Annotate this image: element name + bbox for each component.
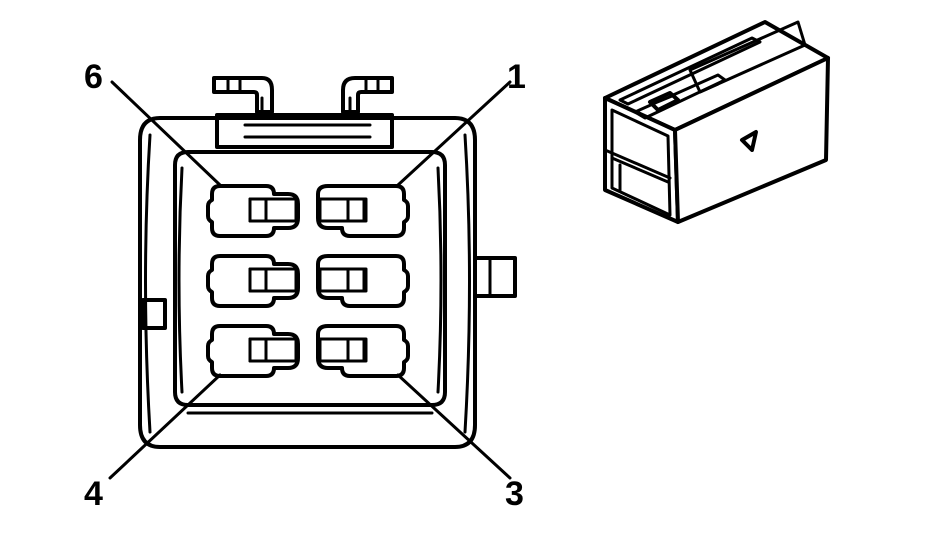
terminal-slot <box>318 267 368 293</box>
terminal-cavity-3 <box>316 324 410 378</box>
left-side-tab <box>141 298 167 330</box>
leader-line-6 <box>110 80 222 187</box>
pin-label-1: 1 <box>507 58 526 96</box>
housing-outer <box>138 116 477 449</box>
terminal-cavity-2 <box>316 253 410 308</box>
terminal-contact <box>248 197 268 223</box>
leader-lines <box>108 80 512 480</box>
leader-line-1 <box>396 80 512 187</box>
terminal-contact <box>248 267 268 293</box>
cavity-outline <box>206 324 300 378</box>
pin-label-4: 4 <box>84 475 103 513</box>
pin-label-3: 3 <box>505 475 524 513</box>
terminal-contact <box>346 197 366 223</box>
terminal-cavity-4 <box>206 324 300 378</box>
terminal-slot <box>318 337 368 363</box>
cavity-outline <box>206 254 300 308</box>
terminal-contact <box>346 267 366 293</box>
terminal-slot <box>318 197 368 223</box>
connector-isometric-view <box>603 20 830 224</box>
leader-line-4 <box>108 373 222 480</box>
side-lock-tab <box>473 256 517 298</box>
cavity-outline <box>206 184 300 238</box>
terminal-cavities <box>206 184 410 378</box>
terminal-cavity-6 <box>206 184 300 238</box>
leader-line-3 <box>396 373 512 480</box>
terminal-contact <box>248 337 268 363</box>
terminal-cavity-5 <box>206 254 300 308</box>
terminal-contact <box>346 337 366 363</box>
pin-label-6: 6 <box>84 58 103 96</box>
top-latch <box>212 76 394 149</box>
connector-face-view: 6 1 4 3 <box>84 58 526 513</box>
terminal-cavity-1 <box>316 184 410 238</box>
